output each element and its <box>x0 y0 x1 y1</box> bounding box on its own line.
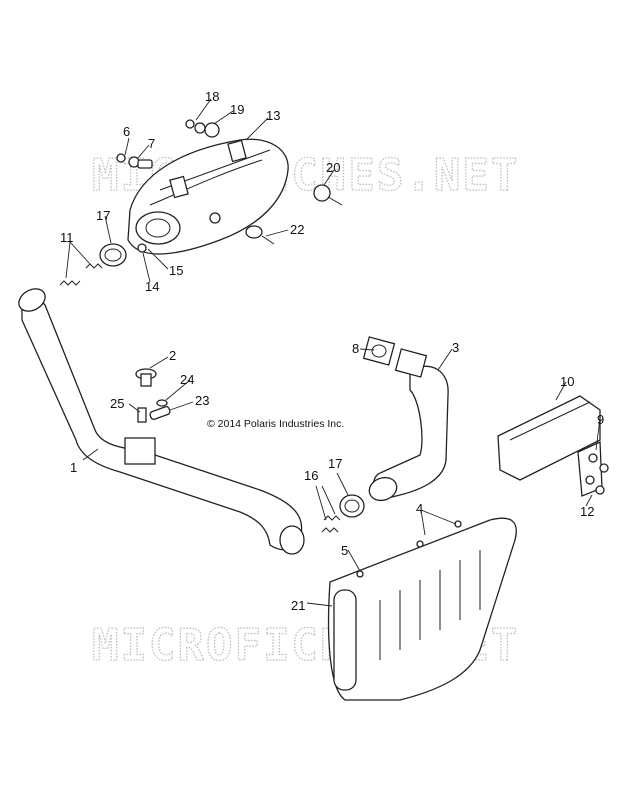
mount-bracket <box>497 395 609 497</box>
heat-shield <box>327 517 517 701</box>
callout-12: 12 <box>580 504 594 519</box>
gasket-and-springs-top <box>59 243 147 286</box>
sensor-parts <box>135 368 171 423</box>
callout-20: 20 <box>326 160 340 175</box>
mount-hardware-top <box>116 119 343 245</box>
callout-19: 19 <box>230 102 244 117</box>
callout-22: 22 <box>290 222 304 237</box>
callout-4: 4 <box>416 501 423 516</box>
callout-25: 25 <box>110 396 124 411</box>
callout-14: 14 <box>145 279 159 294</box>
callout-9: 9 <box>597 412 604 427</box>
callout-5: 5 <box>341 543 348 558</box>
copyright-notice: © 2014 Polaris Industries Inc. <box>207 418 344 430</box>
connector-pipe <box>362 336 449 502</box>
callout-7: 7 <box>148 136 155 151</box>
callout-2: 2 <box>169 348 176 363</box>
callout-24: 24 <box>180 372 194 387</box>
leader-lines <box>65 98 601 607</box>
muffler <box>127 138 289 255</box>
callout-18: 18 <box>205 89 219 104</box>
callout-6: 6 <box>123 124 130 139</box>
callout-3: 3 <box>452 340 459 355</box>
callout-15: 15 <box>169 263 183 278</box>
callout-17-bottom: 17 <box>328 456 342 471</box>
callout-13: 13 <box>266 108 280 123</box>
callout-10: 10 <box>560 374 574 389</box>
callout-23: 23 <box>195 393 209 408</box>
callout-17-top: 17 <box>96 208 110 223</box>
callout-16: 16 <box>304 468 318 483</box>
callout-11: 11 <box>60 230 74 245</box>
callouts: 1 2 3 4 5 6 7 8 9 10 11 12 13 14 15 16 1… <box>60 89 604 613</box>
header-pipe <box>18 288 305 555</box>
callout-8: 8 <box>352 341 359 356</box>
callout-1: 1 <box>70 460 77 475</box>
callout-21: 21 <box>291 598 305 613</box>
gasket-and-springs-bottom <box>321 494 365 533</box>
